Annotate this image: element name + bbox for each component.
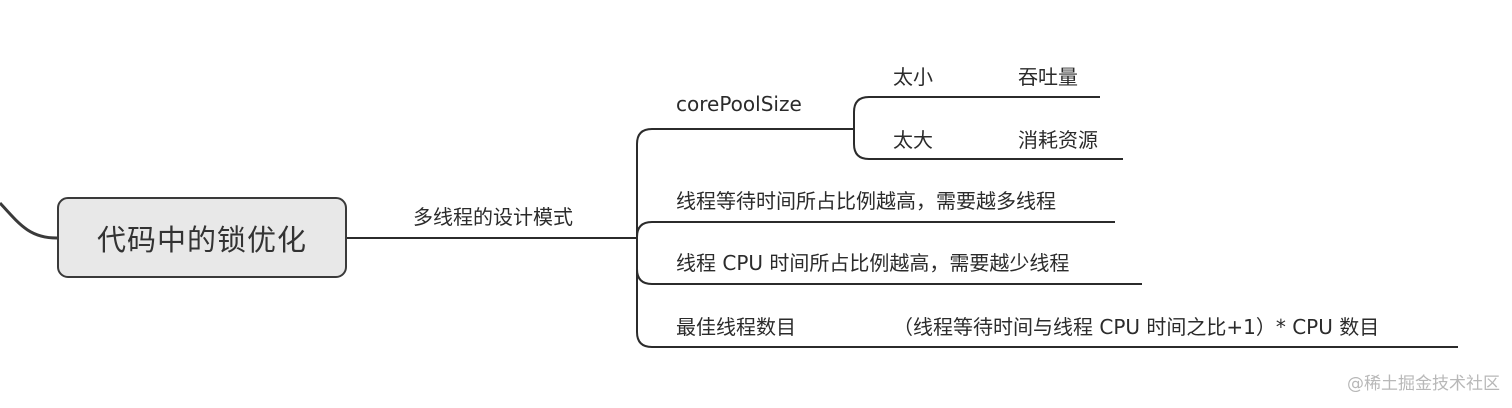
parent-connector — [0, 201, 58, 240]
node-too-small[interactable]: 太小 — [893, 65, 933, 89]
watermark: @稀土掘金技术社区 — [1347, 374, 1500, 394]
node-corepoolsize[interactable]: corePoolSize — [676, 92, 802, 116]
node-optimal-formula[interactable]: （线程等待时间与线程 CPU 时间之比+1）* CPU 数目 — [893, 315, 1380, 339]
sub-spine — [853, 96, 1100, 113]
sub-spine-lower — [853, 112, 1123, 160]
branch-spine — [636, 128, 854, 145]
node-throughput[interactable]: 吞吐量 — [1018, 65, 1078, 89]
underline-wait-ratio — [636, 221, 1115, 238]
root-node-label: 代码中的锁优化 — [96, 222, 307, 257]
node-resource-consumption[interactable]: 消耗资源 — [1018, 128, 1098, 152]
root-node[interactable]: 代码中的锁优化 — [57, 197, 347, 278]
node-cpu-ratio[interactable]: 线程 CPU 时间所占比例越高，需要越少线程 — [676, 251, 1070, 275]
branch-label[interactable]: 多线程的设计模式 — [413, 205, 573, 229]
branch-spine-vertical — [636, 144, 1458, 348]
node-optimal-threads[interactable]: 最佳线程数目 — [676, 315, 796, 339]
node-too-large[interactable]: 太大 — [893, 128, 933, 152]
underline-cpu-ratio — [636, 268, 1142, 285]
node-wait-ratio[interactable]: 线程等待时间所占比例越高，需要越多线程 — [676, 189, 1056, 213]
